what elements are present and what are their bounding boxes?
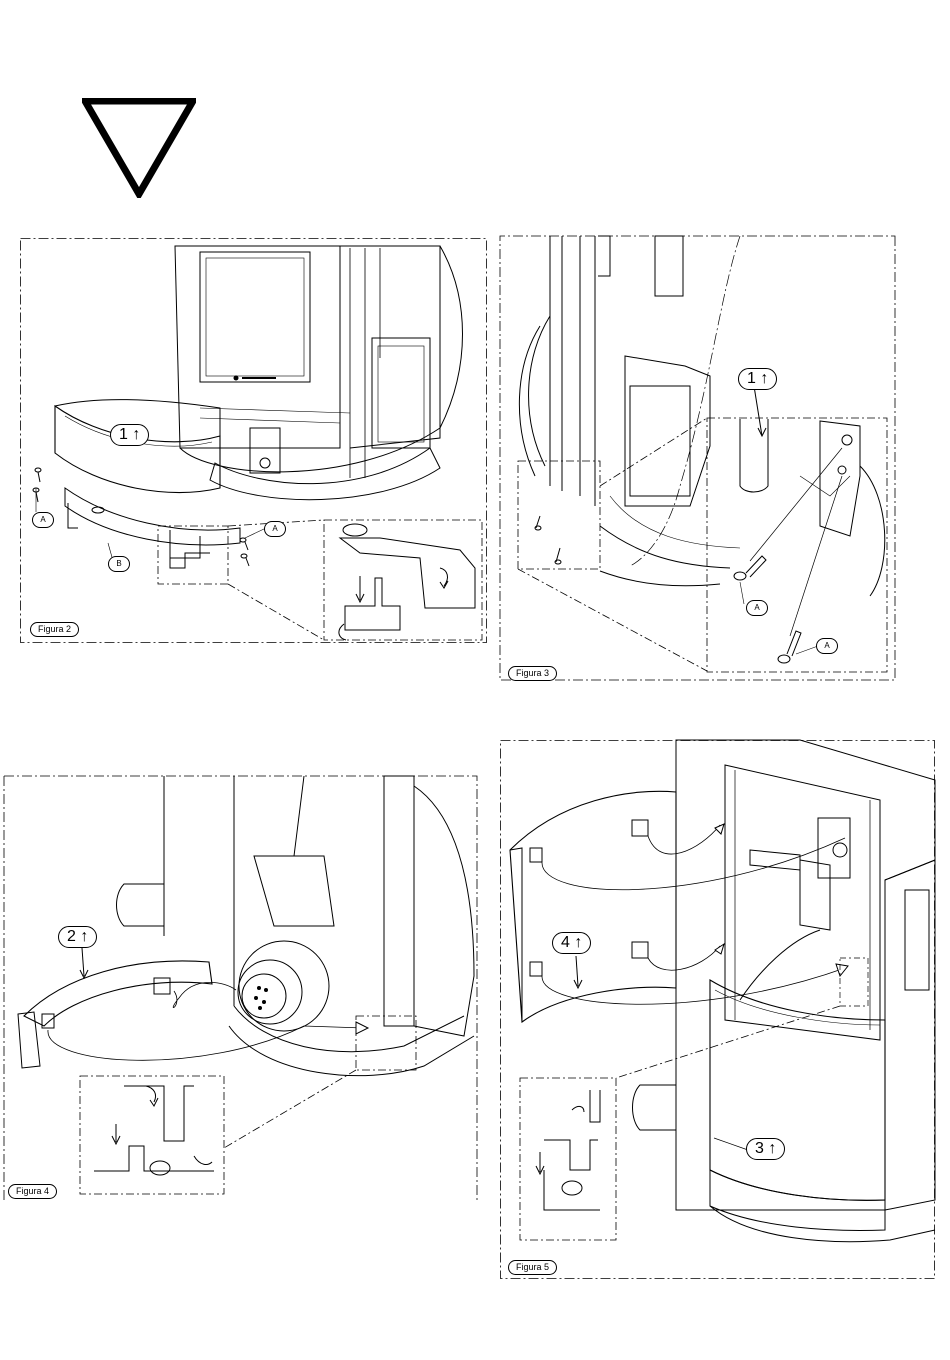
callout-1: 1 ↑ (738, 368, 777, 390)
figure-5-label: Figura 5 (508, 1260, 557, 1275)
figure-4-label: Figura 4 (8, 1184, 57, 1199)
up-arrow-icon: ↑ (768, 1140, 776, 1157)
callout-4: 4 ↑ (552, 932, 591, 954)
callout-a-upper: A (746, 600, 768, 616)
figure-5-drawing (500, 740, 936, 1280)
callout-a-left: A (32, 512, 54, 528)
callout-1-number: 1 (119, 426, 128, 443)
callout-3-number: 3 (755, 1140, 764, 1157)
figure-3-drawing (500, 236, 896, 680)
up-arrow-icon: ↑ (80, 928, 88, 945)
figure-2-label: Figura 2 (30, 622, 79, 637)
figure-4-panel: 2 ↑ Figura 4 (4, 776, 478, 1200)
callout-3: 3 ↑ (746, 1138, 785, 1160)
callout-2-number: 2 (67, 928, 76, 945)
callout-2: 2 ↑ (58, 926, 97, 948)
figure-3-label: Figura 3 (508, 666, 557, 681)
callout-a-right: A (264, 521, 286, 537)
figure-2-panel: 1 ↑ A A B Figura 2 (20, 238, 488, 644)
up-arrow-icon: ↑ (760, 370, 768, 387)
warning-triangle-icon (82, 98, 196, 198)
figure-4-drawing (4, 776, 478, 1200)
figure-3-panel: 1 ↑ A A Figura 3 (500, 236, 896, 680)
callout-1-number: 1 (747, 370, 756, 387)
callout-1: 1 ↑ (110, 424, 149, 446)
up-arrow-icon: ↑ (574, 934, 582, 951)
callout-a-lower: A (816, 638, 838, 654)
figure-5-panel: 4 ↑ 3 ↑ Figura 5 (500, 740, 936, 1280)
callout-4-number: 4 (561, 934, 570, 951)
up-arrow-icon: ↑ (132, 426, 140, 443)
callout-b: B (108, 556, 130, 572)
figure-2-drawing (20, 238, 488, 644)
